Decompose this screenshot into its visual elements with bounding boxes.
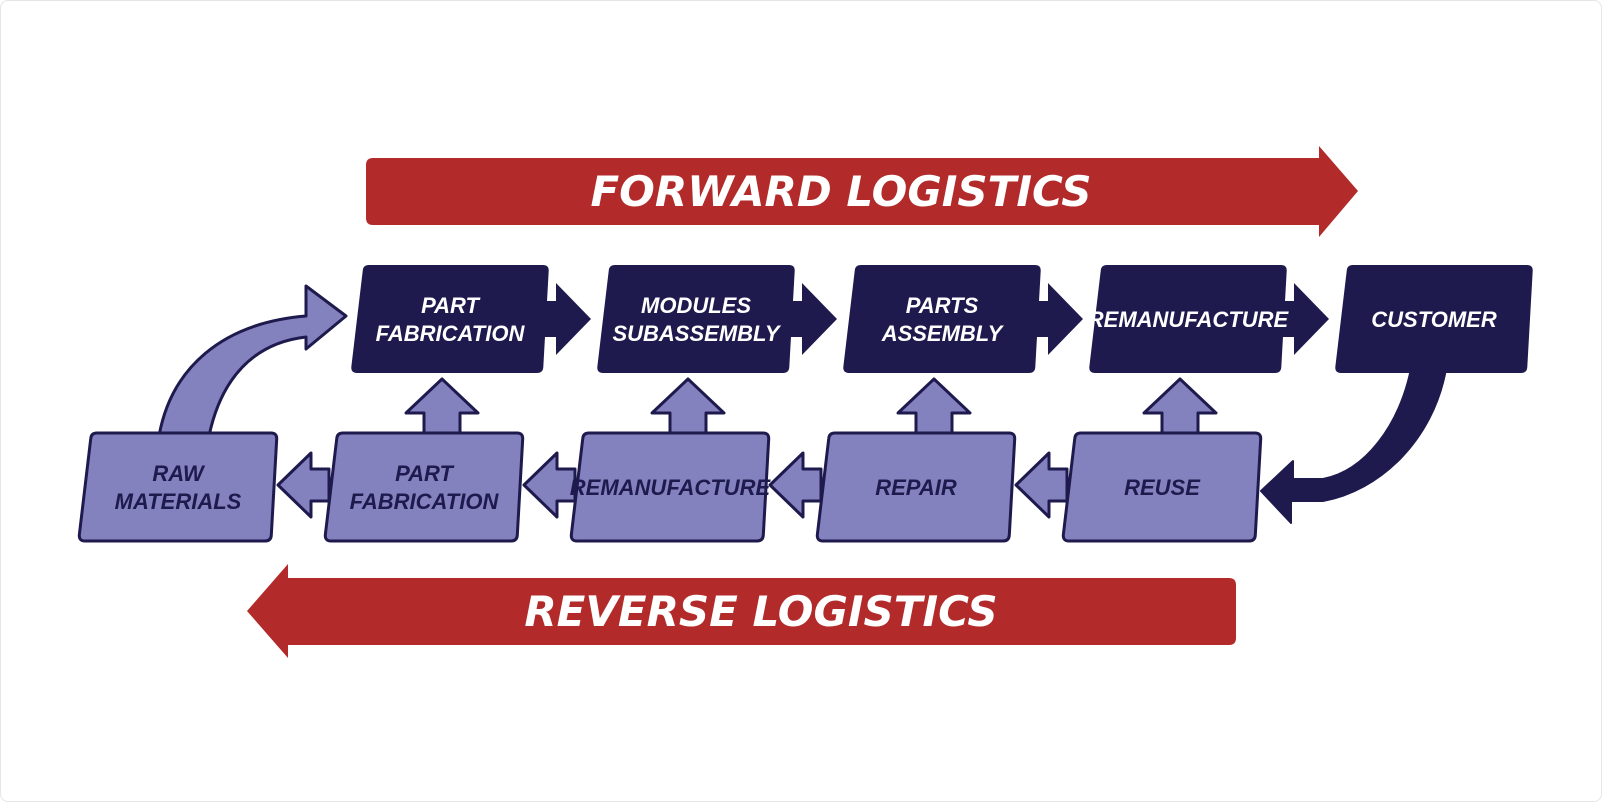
reverse-step-reuse: REUSE [1061,431,1263,543]
forward-step-box [1089,265,1287,373]
forward-logistics-label: FORWARD LOGISTICS [590,167,1091,216]
forward-step-box [351,265,549,373]
forward-logistics-arrow: FORWARD LOGISTICS [366,146,1358,237]
customer-to-reuse-arrow [1260,368,1447,524]
reverse-step-label: PART [395,461,454,486]
reverse-connector-arrow [1014,451,1069,519]
forward-step-label: PARTS [906,293,979,318]
reverse-arrow-shape [247,564,1236,658]
upward-connectors [404,377,1218,440]
upward-connector-arrow [1142,377,1218,440]
forward-step-label: PART [421,293,480,318]
forward-steps: PART FABRICATION MODULES SUBASSEMBLY PARTS AS… [351,265,1533,373]
forward-step-label: SUBASSEMBLY [612,321,781,346]
reverse-connector-arrow [522,451,577,519]
reverse-logistics-label: REVERSE LOGISTICS [524,587,997,636]
reverse-connector-arrow [768,451,823,519]
forward-step-label: ASSEMBLY [881,321,1005,346]
forward-step-part-fabrication: PART FABRICATION [351,265,549,373]
forward-connector-arrow [1274,283,1329,355]
forward-step-box [843,265,1041,373]
reverse-connectors [276,451,1069,519]
forward-arrow-shape [366,146,1358,237]
reverse-step-label: REPAIR [875,475,957,500]
reverse-steps: RAW MATERIALS PART FABRICATION REMANUFACTURE… [77,431,1263,543]
reverse-step-label: RAW [152,461,206,486]
upward-connector-arrow [404,377,480,440]
reverse-connector-arrow [276,451,331,519]
reverse-step-label: REUSE [1124,475,1201,500]
forward-step-modules-subassembly: MODULES SUBASSEMBLY [597,265,795,373]
forward-step-label: MODULES [641,293,751,318]
reverse-step-box [323,431,525,543]
forward-connector-arrow [536,283,591,355]
forward-connectors [536,283,1329,355]
forward-step-box [1335,265,1533,373]
forward-step-label: CUSTOMER [1371,307,1497,332]
reverse-step-box [1061,431,1263,543]
reverse-step-raw-materials: RAW MATERIALS [77,431,279,543]
reverse-step-label: REMANUFACTURE [570,475,772,500]
reverse-step-label: MATERIALS [115,489,242,514]
reverse-step-label: FABRICATION [350,489,500,514]
reverse-step-remanufacture: REMANUFACTURE [569,431,772,543]
forward-step-box [597,265,795,373]
reverse-logistics-arrow: REVERSE LOGISTICS [247,564,1236,658]
reverse-step-box [569,431,771,543]
reverse-step-box [77,431,279,543]
reverse-step-part-fabrication: PART FABRICATION [323,431,525,543]
forward-step-remanufacture: REMANUFACTURE [1088,265,1290,373]
reverse-step-repair: REPAIR [815,431,1017,543]
forward-step-customer: CUSTOMER [1335,265,1533,373]
upward-connector-arrow [650,377,726,440]
raw-materials-to-fabrication-arrow [157,284,348,438]
forward-connector-arrow [1028,283,1083,355]
reverse-step-box [815,431,1017,543]
forward-step-label: REMANUFACTURE [1088,307,1290,332]
forward-connector-arrow [782,283,837,355]
upward-connector-arrow [896,377,972,440]
forward-step-parts-assembly: PARTS ASSEMBLY [843,265,1041,373]
forward-step-label: FABRICATION [376,321,526,346]
